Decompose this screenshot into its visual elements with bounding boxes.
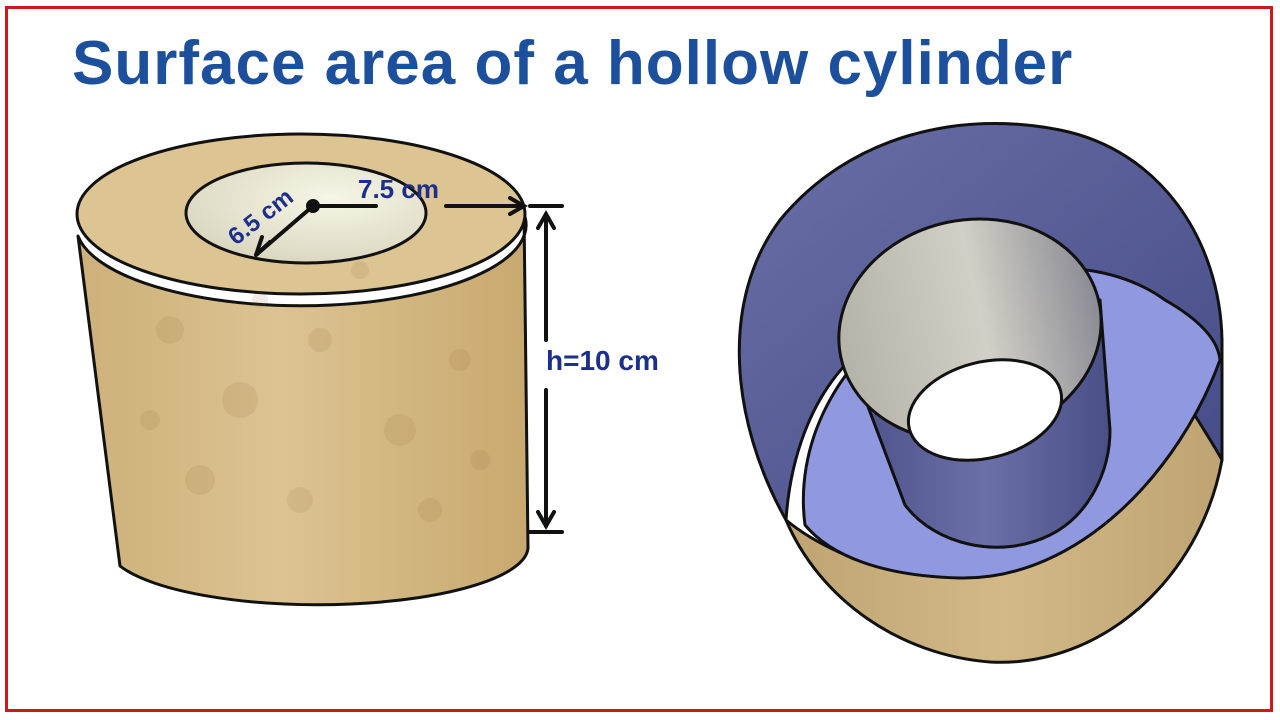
page-title: Surface area of a hollow cylinder [72,29,1074,98]
inner-tube-hole [906,358,1064,462]
hollow-cylinder-cutaway [737,121,1224,664]
radius-markers [254,196,529,257]
height-label: h=10 cm [546,345,659,376]
outer-radius-label: 7.5 cm [358,174,439,204]
cardboard-texture [140,261,490,522]
page-frame [5,6,1273,712]
cylinder-side-surface [76,212,530,607]
height-dimension [528,204,564,534]
